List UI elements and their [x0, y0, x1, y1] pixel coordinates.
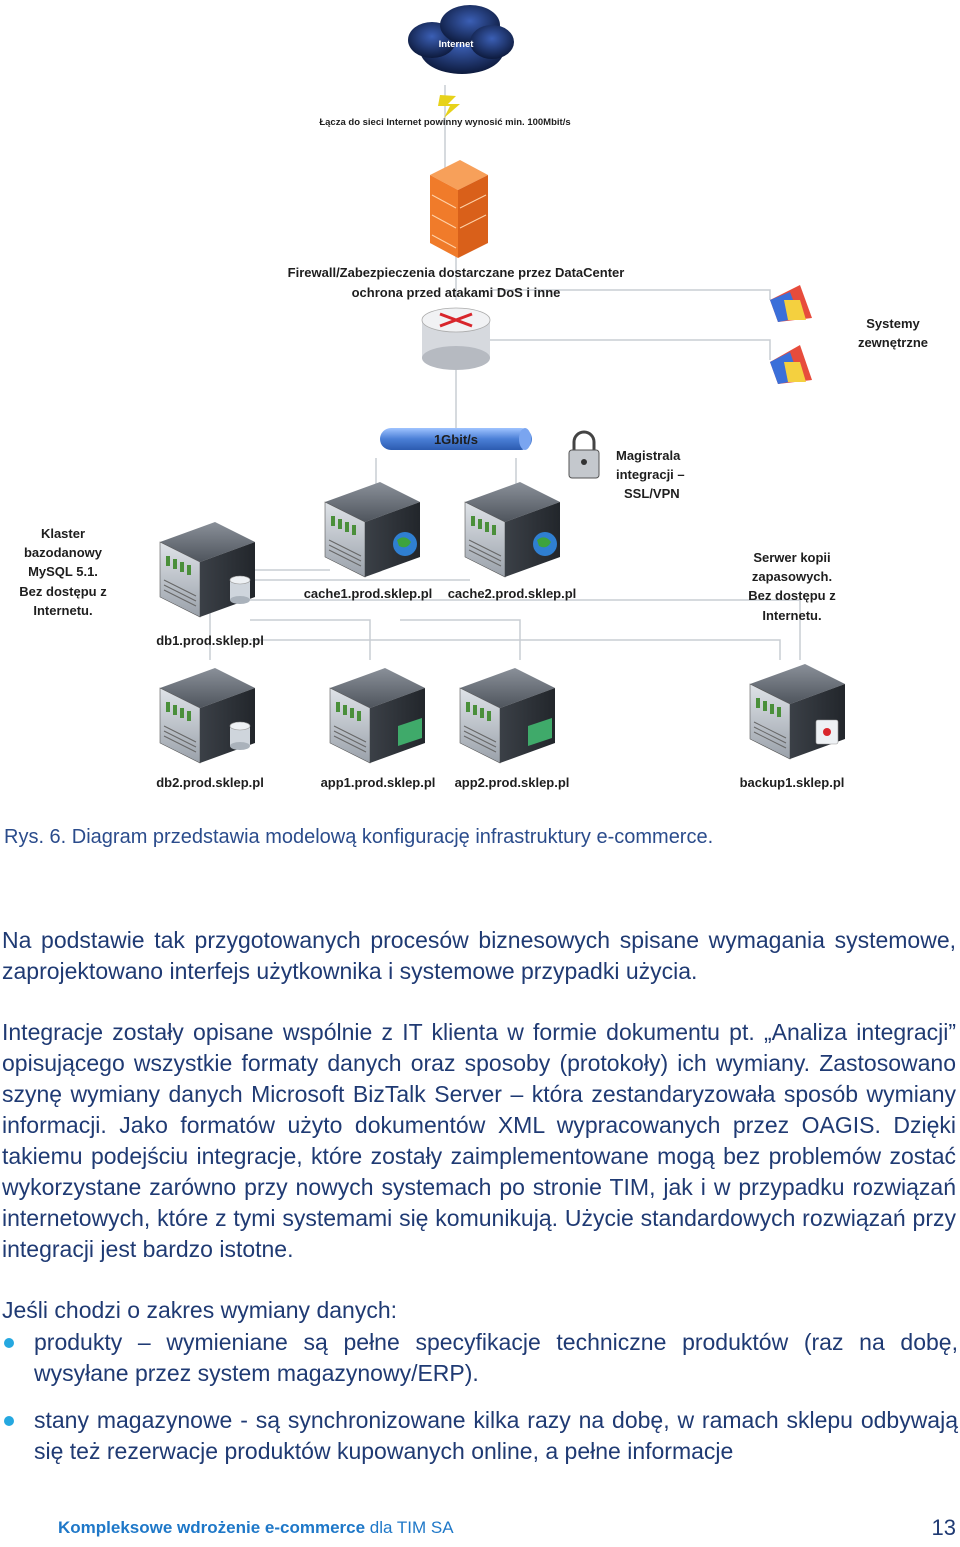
- backup-note-line4: Internetu.: [762, 608, 821, 623]
- paragraph-requirements: Na podstawie tak przygotowanych procesów…: [2, 927, 956, 984]
- internet-label: Internet: [439, 39, 475, 50]
- integration-bus-line2: integracji –: [616, 467, 685, 482]
- external-system-icon: [770, 285, 812, 322]
- label-db2: db2.prod.sklep.pl: [156, 775, 264, 790]
- list-item-text: stany magazynowe - są synchronizowane ki…: [34, 1407, 958, 1464]
- footer-title-bold: Kompleksowe wdrożenie e-commerce: [58, 1518, 366, 1537]
- bullet-icon: [4, 1338, 14, 1348]
- server-cache2: [464, 481, 561, 578]
- cluster-note-line3: MySQL 5.1.: [28, 564, 98, 579]
- database-icon: [229, 721, 251, 750]
- list-item: produkty – wymieniane są pełne specyfika…: [0, 1327, 958, 1389]
- external-system-icon: [770, 345, 812, 384]
- footer-title: Kompleksowe wdrożenie e-commerce dla TIM…: [58, 1518, 454, 1538]
- paragraph-data-scope: Jeśli chodzi o zakres wymiany danych:: [2, 1297, 397, 1323]
- footer-title-rest: dla TIM SA: [365, 1518, 454, 1537]
- app-card-icon: [528, 718, 552, 746]
- label-app1: app1.prod.sklep.pl: [321, 775, 436, 790]
- label-cache2: cache2.prod.sklep.pl: [448, 586, 577, 601]
- page-number: 13: [931, 1515, 956, 1540]
- cluster-note-line4: Bez dostępu z: [19, 584, 107, 599]
- label-cache1: cache1.prod.sklep.pl: [304, 586, 433, 601]
- backup-note-line3: Bez dostępu z: [748, 588, 836, 603]
- integration-bus-line3: SSL/VPN: [624, 486, 680, 501]
- firewall-label-line1: Firewall/Zabezpieczenia dostarczane prze…: [288, 265, 625, 280]
- label-db1: db1.prod.sklep.pl: [156, 633, 264, 648]
- infrastructure-diagram: Internet Łącza do sieci Internet powinny…: [19, 5, 928, 790]
- data-exchange-list: produkty – wymieniane są pełne specyfika…: [0, 1327, 958, 1467]
- bus-icon: [380, 428, 532, 450]
- router-icon: [421, 307, 491, 370]
- integration-bus-line1: Magistrala: [616, 448, 681, 463]
- firewall-label-line2: ochrona przed atakami DoS i inne: [352, 285, 561, 300]
- app-card-icon: [398, 718, 422, 746]
- backup-note-line2: zapasowych.: [752, 569, 832, 584]
- cluster-note-line2: bazodanowy: [24, 545, 103, 560]
- paragraph-integrations: Integracje zostały opisane wspólnie z IT…: [2, 1019, 956, 1262]
- server-db1: [159, 521, 256, 618]
- server-cache1: [324, 481, 421, 578]
- server-app1: [329, 667, 426, 764]
- link-speed-note: Łącza do sieci Internet powinny wynosić …: [319, 117, 570, 128]
- external-systems-line1: Systemy: [866, 316, 920, 331]
- external-systems-line2: zewnętrzne: [858, 335, 928, 350]
- server-db2: [159, 667, 256, 764]
- server-backup1: [749, 663, 846, 760]
- lightning-icon: [438, 95, 460, 118]
- internet-cloud-icon: Internet: [408, 5, 514, 74]
- bus-label: 1Gbit/s: [434, 432, 478, 447]
- label-backup1: backup1.sklep.pl: [740, 775, 845, 790]
- list-item: stany magazynowe - są synchronizowane ki…: [0, 1405, 958, 1467]
- database-icon: [229, 575, 251, 604]
- network-links: [209, 85, 801, 660]
- figure-caption: Rys. 6. Diagram przedstawia modelową kon…: [4, 826, 714, 848]
- bullet-icon: [4, 1416, 14, 1426]
- backup-note-line1: Serwer kopii: [753, 550, 830, 565]
- lock-icon: [568, 430, 600, 479]
- label-app2: app2.prod.sklep.pl: [455, 775, 570, 790]
- cluster-note-line1: Klaster: [41, 526, 85, 541]
- server-app2: [459, 667, 556, 764]
- firewall-icon: [430, 160, 488, 258]
- list-item-text: produkty – wymieniane są pełne specyfika…: [34, 1329, 958, 1386]
- cluster-note-line5: Internetu.: [33, 603, 92, 618]
